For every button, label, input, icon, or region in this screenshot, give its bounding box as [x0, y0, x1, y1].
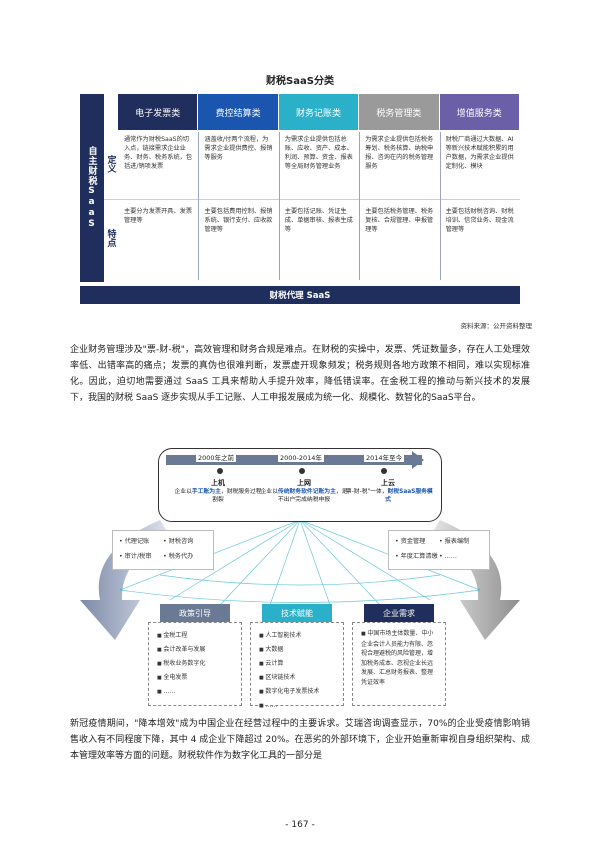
column-head: 税务管理类 [359, 94, 439, 130]
column-divider [439, 132, 441, 280]
page-number: - 167 - [285, 820, 315, 830]
timeline-stage-3: 上云 "票-财-税"一体，财税SaaS服务模式 [343, 479, 433, 503]
timeline-dot [299, 468, 305, 474]
definition-cell: 为需求企业提供包括总账、应收、资产、成本、利润、预算、资金、报表等全局财务管理业… [284, 136, 353, 170]
definition-cell: 涵盖收/付两个流程，为需求企业提供费控、报销等服务 [204, 136, 273, 161]
table-left-label: 自主财税SaaS [80, 94, 104, 282]
column-divider [198, 132, 200, 280]
feature-cell: 主要包括记账、凭证生成、单据审核、报表生成等 [284, 208, 353, 233]
timeline-dot [381, 468, 387, 474]
timeline-year-3: 2014年至今 [364, 452, 405, 462]
figure-title: 财税SaaS分类 [266, 76, 334, 87]
paragraph-2: 新冠疫情期间，"降本增效"成为中国企业在经营过程中的主要诉求。艾瑞咨询调查显示，… [70, 719, 530, 761]
column-divider [359, 132, 361, 280]
column-head: 财务记账类 [278, 94, 359, 130]
feature-cell: 主要包括财税咨询、财税培训、信贷业务、现金流管理等 [445, 208, 514, 233]
column-head: 电子发票类 [118, 94, 198, 130]
pillar-list-policy: 金税工程会计改革与发展 税收业务数字化全电发票 …… [148, 622, 242, 706]
definition-cell: 通常作为财税SaaS的切入点，链接需求企业业务、财务、税务系统，包括进/销项发票 [124, 136, 193, 170]
pillar-head-tech: 技术赋能 [262, 604, 332, 622]
right-service-card: • 资金管理• 报表编制 • 年度汇算清缴• …… [388, 530, 490, 570]
feature-cell: 主要包括税务管理、税务复核、合规管理、申报管理等 [365, 208, 434, 233]
column-head: 费控结算类 [198, 94, 278, 130]
timeline-stage-1: 上机 企业以手工账为主，财税服务过程割裂 [174, 479, 262, 503]
feature-cell: 主要包括费用控制、报销系统、银行支付、应收款管理等 [204, 208, 273, 233]
timeline-dot [217, 468, 223, 474]
row-divider [104, 199, 520, 200]
column-head: 增值服务类 [439, 94, 519, 130]
right-arc-arrow [430, 520, 520, 640]
timeline-year-2: 2000-2014年 [278, 452, 324, 462]
feature-cell: 主要分为发票开具、发票管理等 [124, 208, 193, 224]
column-divider [278, 132, 280, 280]
row-label-definition: 定义 [105, 155, 116, 173]
pillar-list-demand: 中国市场主体数量、中小企业会计人员能力有限、忽视合理避税的风险管理，增加税务成本… [352, 622, 446, 706]
left-service-card: • 代理记账• 财税咨询 • 审计/税审• 税务代办 [112, 530, 214, 570]
pillar-head-demand: 企业需求 [364, 604, 434, 622]
pillar-head-policy: 政策引导 [160, 604, 230, 622]
pillar-list-tech: 人工智能技术大数据 云计算区块链技术 数字化电子发票技术…… [250, 622, 344, 709]
left-arc-arrow [80, 520, 170, 640]
row-label-features: 特点 [105, 229, 116, 247]
definition-cell: 财税厂商通过大数据、AI等新兴技术赋能积累的用户数据，为需求企业提供定制化、模块 [445, 136, 514, 170]
timeline-stage-2: 上网 企业以传统财务软件记账为主，足不出户完成纳税申报 [260, 479, 348, 503]
paragraph-1: 企业财务管理涉及"票-财-税"，高效管理和财务合规是难点。在财税的实操中，发票、… [70, 345, 530, 403]
timeline-arrow-icon [412, 451, 424, 469]
definition-cell: 为需求企业提供包括税务筹划、税务核算、纳税申报、咨询在内的税务管理服务 [365, 136, 434, 170]
source-note: 资料来源：公开资料整理 [460, 322, 533, 330]
timeline-year-1: 2000年之前 [196, 452, 237, 462]
table-bottom-label: 财税代理 SaaS [80, 286, 520, 304]
